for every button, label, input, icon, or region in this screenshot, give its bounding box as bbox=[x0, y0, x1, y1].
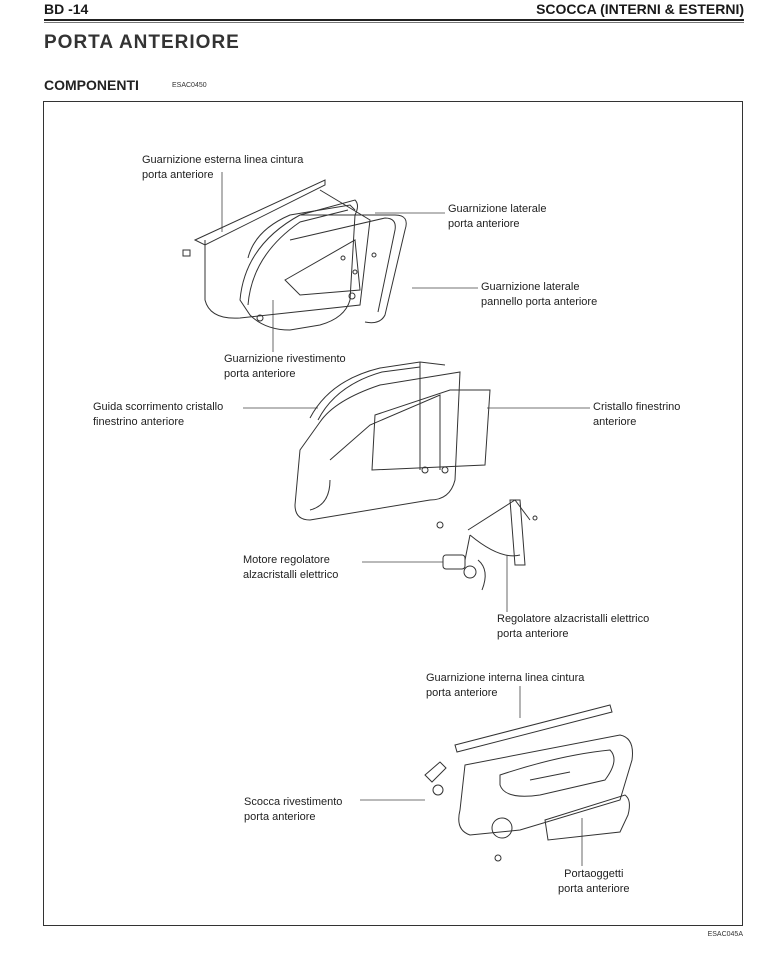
header-rule bbox=[44, 19, 744, 21]
inner-trim-drawing bbox=[424, 704, 633, 862]
header-rule-thin bbox=[44, 22, 744, 23]
diagram-frame bbox=[43, 101, 743, 926]
leader-lines bbox=[221, 172, 590, 866]
section-heading: COMPONENTI bbox=[44, 77, 139, 93]
page-title: PORTA ANTERIORE bbox=[44, 32, 240, 53]
door-glass-drawing bbox=[294, 361, 491, 521]
door-seals-drawing bbox=[182, 179, 407, 331]
figure-code: ESAC045A bbox=[707, 931, 743, 938]
page-code: BD -14 bbox=[44, 1, 89, 17]
regulator-motor-drawing bbox=[436, 499, 538, 591]
header-section-title: SCOCCA (INTERNI & ESTERNI) bbox=[536, 1, 744, 17]
section-code: ESAC0450 bbox=[172, 82, 207, 89]
page-header: BD -14 SCOCCA (INTERNI & ESTERNI) bbox=[44, 0, 744, 20]
